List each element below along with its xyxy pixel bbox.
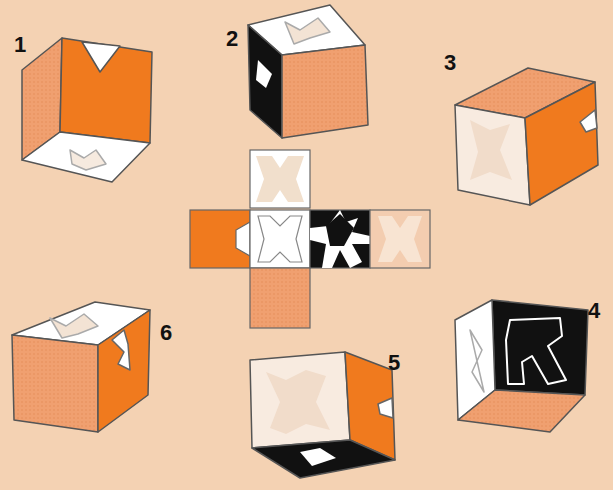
callout-number: 2 xyxy=(226,28,238,50)
callout-number: 1 xyxy=(14,34,26,56)
callout-number: 4 xyxy=(588,300,600,322)
cube-views xyxy=(12,5,598,478)
callout-number: 6 xyxy=(160,322,172,344)
callout-number: 5 xyxy=(388,352,400,374)
cube-net xyxy=(190,150,430,328)
callout-number: 3 xyxy=(444,52,456,74)
